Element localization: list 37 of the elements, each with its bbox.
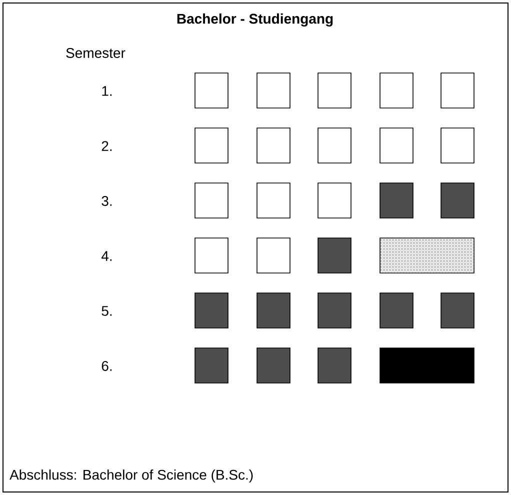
module-box <box>256 128 290 164</box>
module-box <box>256 348 290 384</box>
module-box <box>256 292 290 328</box>
semester-number: 2. <box>102 141 112 151</box>
module-box <box>318 348 352 384</box>
module-box <box>256 238 290 274</box>
module-box <box>318 292 352 328</box>
module-box <box>256 72 290 108</box>
module-box <box>194 182 228 218</box>
module-box <box>440 72 474 108</box>
module-box <box>318 182 352 218</box>
module-box <box>194 128 228 164</box>
module-box <box>380 292 414 328</box>
module-box <box>380 238 474 274</box>
semester-number: 6. <box>102 361 112 371</box>
module-box <box>380 348 474 384</box>
semester-number: 4. <box>101 251 112 261</box>
module-box <box>194 292 228 328</box>
module-box <box>318 72 352 108</box>
column-heading: Semester <box>66 48 126 58</box>
module-box <box>256 182 290 218</box>
module-box <box>380 72 414 108</box>
title: Bachelor - Studiengang <box>177 13 333 27</box>
module-box <box>194 238 228 274</box>
module-box <box>194 72 228 108</box>
module-box <box>440 128 474 164</box>
semester-number: 1. <box>102 86 112 96</box>
semester-number: 5. <box>102 306 112 316</box>
module-box <box>194 348 228 384</box>
caption: Abschluss: Bachelor of Science (B.Sc.) <box>10 469 253 483</box>
semester-number: 3. <box>102 196 112 206</box>
module-box <box>318 238 352 274</box>
module-box <box>440 292 474 328</box>
module-box <box>380 182 414 218</box>
module-box <box>440 182 474 218</box>
module-box <box>380 128 414 164</box>
module-box <box>318 128 352 164</box>
